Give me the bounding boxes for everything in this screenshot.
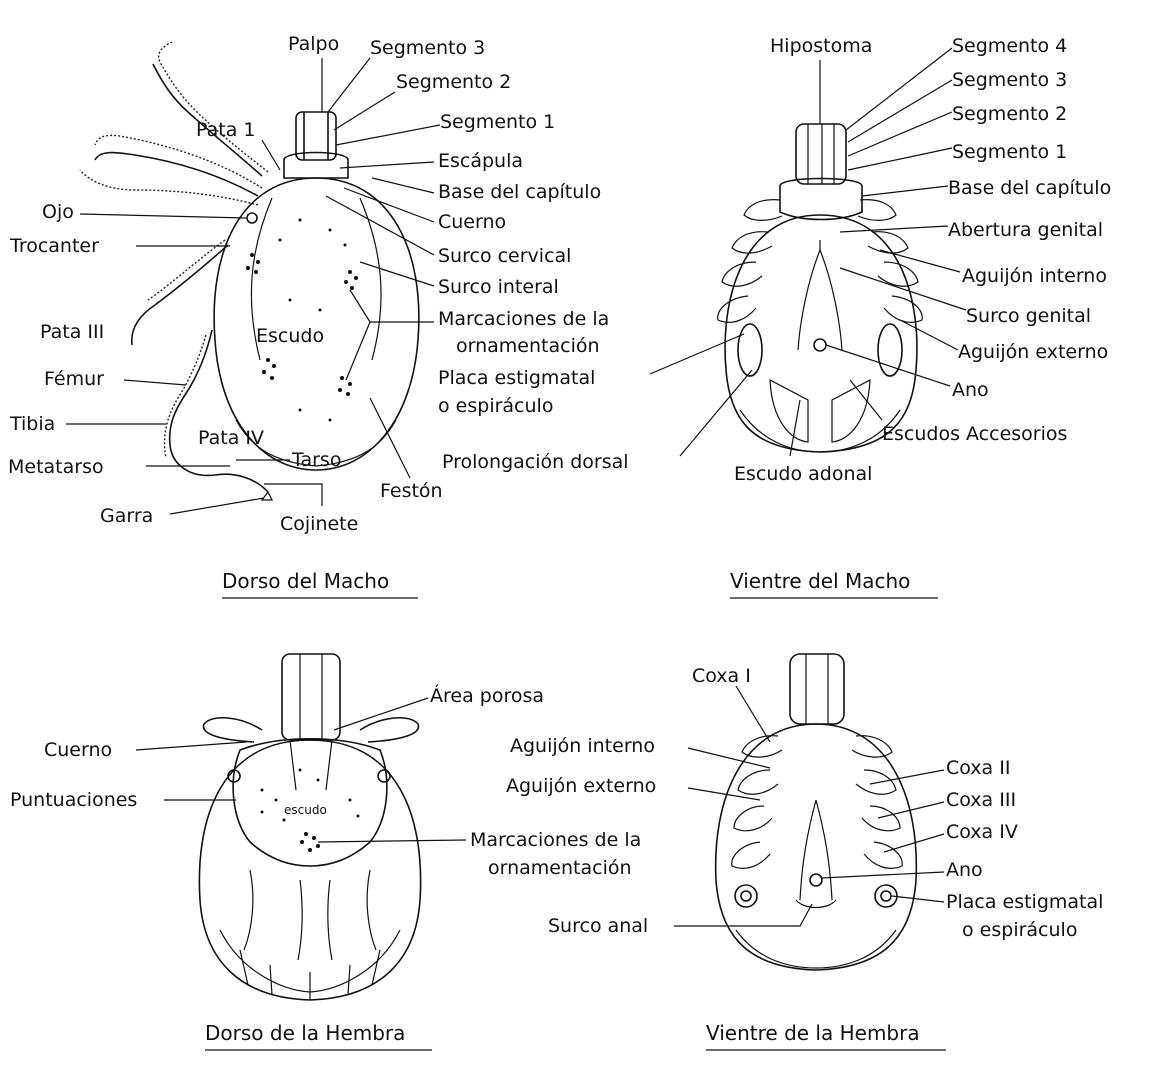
label-surco-anal: Surco anal <box>548 915 648 937</box>
female-dorsal-palps <box>282 654 340 740</box>
label-segmento2: Segmento 2 <box>952 103 1067 125</box>
female-spiracle-left <box>735 885 757 907</box>
male-ventral-coxae <box>718 200 922 323</box>
label-segmento3: Segmento 3 <box>952 69 1067 91</box>
male-adanal-shield <box>770 380 870 442</box>
male-eye <box>247 213 257 223</box>
female-anus <box>810 874 822 886</box>
label-placa-2: o espiráculo <box>438 395 553 417</box>
label-garra: Garra <box>100 505 153 527</box>
label-abertura-genital: Abertura genital <box>948 219 1103 241</box>
panel-dorso-macho: Palpo Segmento 3 Segmento 2 Pata 1 Segme… <box>8 33 609 598</box>
male-anus <box>814 339 826 351</box>
label-area-porosa: Área porosa <box>430 684 544 707</box>
label-escapula: Escápula <box>438 150 523 172</box>
male-spiracle-left <box>738 324 762 376</box>
label-aguijon-externo: Aguijón externo <box>958 341 1108 363</box>
label-segmento1: Segmento 1 <box>440 111 555 133</box>
label-marcaciones-1: Marcaciones de la <box>470 829 641 851</box>
label-pata4: Pata IV <box>198 427 264 449</box>
label-coxa2: Coxa II <box>946 757 1010 779</box>
label-segmento2: Segmento 2 <box>396 71 511 93</box>
label-metatarso: Metatarso <box>8 456 104 478</box>
label-base-capitulo: Base del capítulo <box>948 177 1111 199</box>
label-base-capitulo: Base del capítulo <box>438 181 601 203</box>
panel-dorso-hembra: escudo Área porosa Cuerno Puntuaciones M… <box>10 654 641 1050</box>
label-placa-1: Placa estigmatal <box>438 367 595 389</box>
label-trocanter: Trocanter <box>9 235 99 257</box>
label-coxa1: Coxa I <box>692 665 751 687</box>
label-aguijon-externo: Aguijón externo <box>506 775 656 797</box>
female-ventral-capitulum <box>790 654 844 724</box>
label-palpo: Palpo <box>288 33 339 55</box>
male-ventral-body <box>725 215 917 452</box>
label-segmento3: Segmento 3 <box>370 37 485 59</box>
label-cuerno: Cuerno <box>438 211 506 233</box>
label-placa-2: o espiráculo <box>962 919 1077 941</box>
label-surco-genital: Surco genital <box>966 305 1091 327</box>
label-marcaciones-1: Marcaciones de la <box>438 308 609 330</box>
male-ornamentation <box>246 219 358 422</box>
label-escudo: Escudo <box>256 325 324 347</box>
male-spiracle-right <box>878 324 902 376</box>
caption-dorso-hembra: Dorso de la Hembra <box>205 1021 405 1045</box>
label-coxa3: Coxa III <box>946 789 1016 811</box>
label-segmento4: Segmento 4 <box>952 35 1067 57</box>
label-surco-interal: Surco interal <box>438 276 559 298</box>
label-feston: Festón <box>380 480 443 502</box>
label-escudo-female: escudo <box>284 803 327 817</box>
label-cojinete: Cojinete <box>280 513 358 535</box>
label-tibia: Tibia <box>9 413 55 435</box>
caption-vientre-hembra: Vientre de la Hembra <box>706 1021 920 1045</box>
label-cuerno: Cuerno <box>44 739 112 761</box>
label-tarso: Tarso <box>291 449 341 471</box>
label-hipostoma: Hipostoma <box>770 35 872 57</box>
caption-dorso-macho: Dorso del Macho <box>222 569 389 593</box>
label-femur: Fémur <box>44 368 104 390</box>
female-ventral-body <box>716 724 917 970</box>
label-aguijon-interno: Aguijón interno <box>510 735 655 757</box>
label-segmento1: Segmento 1 <box>952 141 1067 163</box>
label-escudo-adonal: Escudo adonal <box>734 463 872 485</box>
label-placa-1: Placa estigmatal <box>946 891 1103 913</box>
label-prolongacion-dorsal: Prolongación dorsal <box>442 451 629 473</box>
caption-vientre-macho: Vientre del Macho <box>730 569 910 593</box>
male-ventral-leaders <box>650 48 966 456</box>
female-ventral-leaders <box>674 686 944 926</box>
label-coxa4: Coxa IV <box>946 821 1018 843</box>
label-aguijon-interno: Aguijón interno <box>962 265 1107 287</box>
label-pata3: Pata III <box>40 321 104 343</box>
label-ano: Ano <box>946 859 983 881</box>
label-ojo: Ojo <box>42 201 74 223</box>
label-marcaciones-2: ornamentación <box>488 857 632 879</box>
label-ano: Ano <box>952 379 989 401</box>
panel-vientre-hembra: Coxa I Aguijón interno Aguijón externo C… <box>506 654 1103 1050</box>
label-surco-cervical: Surco cervical <box>438 245 571 267</box>
label-puntuaciones: Puntuaciones <box>10 789 137 811</box>
male-ventral-capitulum <box>780 124 862 220</box>
label-marcaciones-2: ornamentación <box>456 335 600 357</box>
label-pata1: Pata 1 <box>196 119 255 141</box>
label-escudos-accesorios: Escudos Accesorios <box>882 423 1067 445</box>
